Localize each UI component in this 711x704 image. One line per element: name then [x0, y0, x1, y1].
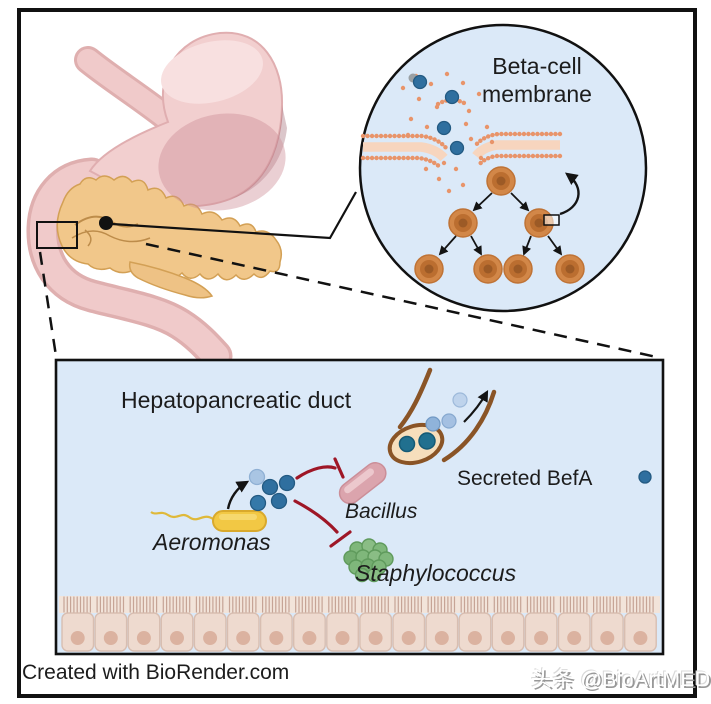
secretion-arrow [463, 389, 489, 423]
lipid-bilayer [360, 71, 563, 194]
microvilli [96, 596, 125, 613]
inset-title: Beta-cell membrane [482, 53, 592, 108]
duct-panel [54, 358, 665, 656]
pancreas-tail [128, 261, 214, 299]
roi-rectangle [36, 221, 78, 249]
microvilli [626, 596, 654, 613]
beta-cell-proliferation [414, 166, 585, 284]
cell-nucleus [401, 631, 416, 645]
cell-nucleus [203, 631, 218, 645]
cell-nucleus [70, 631, 85, 645]
pancreas-stomach-illustration [26, 31, 287, 373]
hepatopancreatic-duct-icon [387, 367, 497, 466]
cell-nucleus [633, 631, 648, 645]
biorender-credit: Created with BioRender.com [22, 661, 290, 684]
aeromonas-icon [150, 510, 267, 532]
microvilli [361, 596, 389, 613]
aeromonas-label: Aeromonas [153, 529, 271, 555]
bacillus-icon [338, 461, 387, 505]
cell-nucleus [269, 631, 284, 645]
cell-nucleus [467, 631, 482, 645]
epithelium-layer [61, 596, 657, 652]
cell-nucleus [302, 631, 317, 645]
inhibition-arrows [293, 457, 352, 548]
microvilli [493, 596, 522, 613]
befa-proteins-inset [408, 73, 465, 156]
cell-nucleus [335, 631, 350, 645]
pointer-dot [99, 216, 113, 230]
microvilli [427, 596, 456, 613]
microvilli [559, 596, 588, 613]
cell-nucleus [567, 631, 582, 645]
microvilli [63, 596, 91, 613]
zoom-box-marker [543, 214, 560, 226]
duct-panel-title: Hepatopancreatic duct [121, 387, 352, 413]
projection-dash-left [38, 251, 58, 357]
microvilli [162, 596, 191, 613]
microvilli [262, 596, 290, 613]
microvilli [195, 596, 224, 613]
feedback-arrow [559, 172, 580, 216]
microvilli [328, 596, 356, 613]
bacillus-label: Bacillus [345, 500, 418, 523]
staphylococcus-icon [343, 538, 394, 583]
cell-nucleus [600, 631, 615, 645]
cell-nucleus [501, 631, 515, 645]
flagellum [150, 511, 214, 521]
cell-nucleus [170, 631, 184, 645]
befa-release-arrow [226, 480, 250, 510]
microvilli [593, 596, 621, 613]
inset-pointer-line [111, 191, 357, 240]
microvilli [394, 596, 422, 613]
microvilli [129, 596, 158, 613]
microvilli [295, 596, 323, 613]
beta-cell-membrane-inset [358, 23, 648, 313]
befa-cluster [248, 468, 296, 512]
figure-frame [17, 8, 697, 698]
cell-nucleus [434, 631, 449, 645]
toutiao-watermark: 头条 @BioArtMED [531, 668, 711, 691]
microvilli [460, 596, 489, 613]
cell-nucleus [236, 631, 251, 645]
cell-nucleus [136, 631, 151, 645]
secreted-befa-dot [638, 470, 652, 484]
cell-nucleus [103, 631, 118, 645]
staphylococcus-label: Staphylococcus [355, 560, 517, 586]
division-arrows [438, 192, 563, 256]
cell-nucleus [368, 631, 383, 645]
microvilli [228, 596, 257, 613]
secreted-befa-label: Secreted BefA [457, 467, 593, 490]
cell-nucleus [534, 631, 549, 645]
microvilli [526, 596, 555, 613]
